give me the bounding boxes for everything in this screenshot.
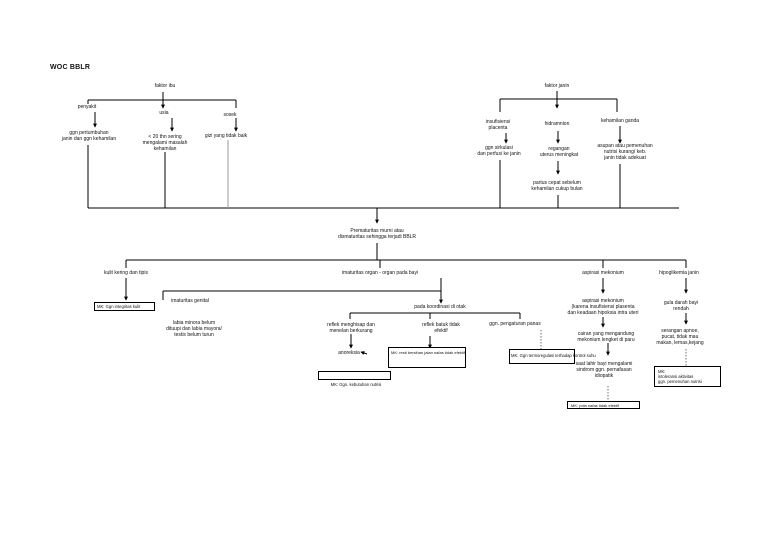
kehamilan-ganda-label: kehamilan ganda — [600, 118, 640, 124]
gula-darah-label: gula darah bayi rendah — [663, 300, 699, 312]
refleks-batuk-label: reflek batuk tidak efektif — [422, 322, 460, 334]
asupan-label: asupan atau pemenuhan nutrisi kurang/ ke… — [597, 143, 653, 161]
mk-intoleransi-box: MK: intoleransi aktivitas ggn. pemenuhan… — [654, 366, 721, 387]
mk-termoregulasi-label: MK: Ggn termoregulasi terhadap kontrol s… — [511, 353, 596, 358]
imaturitas-genital-label: imaturitas genital — [171, 298, 209, 304]
mk-intoleransi-label: MK: intoleransi aktivitas ggn. pemenuhan… — [658, 369, 702, 384]
cairan-label: cairan yang mengandung mekonium lengket … — [577, 331, 635, 343]
mk-integritas-label: MK: Ggn integritas kulit — [97, 304, 141, 309]
serangan-label: serangan apnoe, pucat, tidak mau makan, … — [656, 328, 704, 346]
ggn-pengaturan-label: ggn. pengaturan panas — [489, 321, 541, 327]
lahir-label: saat lahir bayi mengalami sindrom ggn. p… — [575, 361, 633, 379]
ggn-sirkulasi-label: ggn sirkulasi dan perfusi ke janin — [477, 145, 521, 157]
partus-label: partus cepat sebelum kehamilan cukup bul… — [531, 180, 583, 192]
prematuritas-label: Prematuritas murni atau dismaturitas seh… — [337, 228, 417, 240]
usia-detail-label: < 20 thn sering mengalami masalah kehami… — [142, 134, 188, 152]
labia-label: labia minora belum dituupi dan labia may… — [166, 320, 222, 338]
refleks-menghisap-label: reflek menghisap dan menelan berkurang — [327, 322, 375, 334]
sosek-label: sosek — [223, 112, 237, 118]
usia-label: usia — [159, 110, 169, 116]
kulit-label: kulit kering dan tipis — [104, 270, 148, 276]
faktor-janin-label: faktor janin — [544, 83, 570, 89]
mk-jalan-nafas-label: MK: resti bersihan jalan nafas tidak efe… — [391, 350, 466, 355]
penyakit-label: penyakit — [77, 104, 97, 110]
mk-kebutuhan-nutrisi-box — [318, 371, 391, 380]
anoreksia-label: anoreksia — [338, 350, 360, 356]
aspirasi-detail-label: aspirasi mekonium (karena insufisiensi p… — [567, 298, 639, 316]
mk-kebutuhan-nutrisi-label: MK: Ggn. kebutuhan nutrisi — [330, 382, 382, 387]
diagram-title: WOC BBLR — [50, 64, 91, 71]
faktor-ibu-label: faktor ibu — [154, 83, 176, 89]
mk-jalan-nafas-box: MK: resti bersihan jalan nafas tidak efe… — [388, 347, 466, 368]
imaturitas-label: imaturitas organ - organ pada bayi — [341, 270, 419, 276]
mk-integritas-box: MK: Ggn integritas kulit — [94, 302, 155, 311]
mk-pola-nafas-box: MK: pola nafas tidak efektif — [567, 401, 640, 409]
hipoglikemia-label: hipoglikemia janin — [659, 270, 699, 276]
hidramnion-label: hidramnion — [544, 121, 570, 127]
ggn-pertumbuhan-label: ggn pertumbuhan janin dan ggn kehamilan — [61, 130, 117, 142]
aspirasi-label: aspirasi mekonium — [582, 270, 624, 276]
mk-pola-nafas-label: MK: pola nafas tidak efektif — [571, 403, 620, 408]
regangan-label: regangan uterus meningkat — [539, 146, 579, 158]
gizi-label: gizi yang tidak baik — [204, 133, 248, 139]
insufisiensi-label: insufisiensi placenta — [485, 119, 511, 131]
mk-termoregulasi-box: MK: Ggn termoregulasi terhadap kontrol s… — [509, 349, 596, 364]
koordinasi-label: pada koordinasi di otak — [414, 304, 466, 310]
